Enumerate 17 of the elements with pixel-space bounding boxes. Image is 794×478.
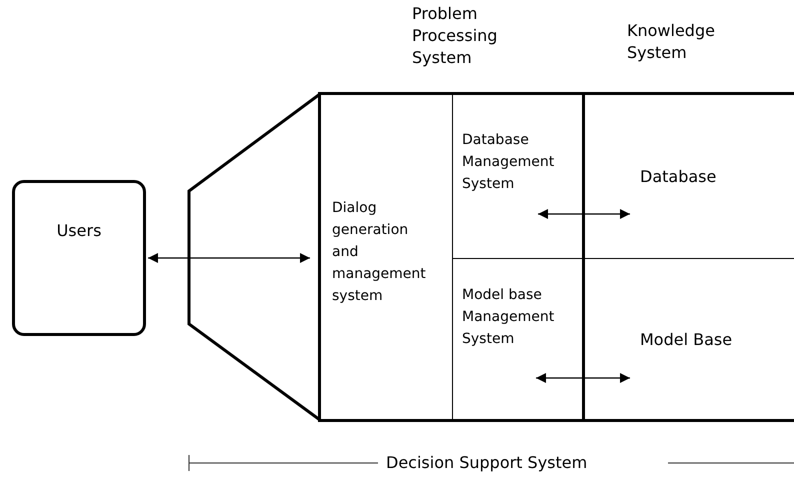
cell-label: Model base Management System <box>462 286 556 349</box>
dimension-label: Decision Support System <box>386 452 588 474</box>
model-base-cell <box>582 258 794 422</box>
section-heading: Problem Processing System <box>412 3 498 69</box>
dbms-cell <box>452 92 585 259</box>
double-arrow <box>148 253 310 263</box>
database-cell <box>582 92 794 259</box>
cell-label: Model Base <box>640 329 734 351</box>
cell-label: Database <box>640 166 718 188</box>
cell-label: Dialog generation and management system <box>332 199 427 306</box>
dialog-cell <box>318 92 453 422</box>
double-arrow <box>536 373 630 383</box>
cell-label: Database Management System <box>462 131 556 194</box>
node-label: Users <box>56 220 102 242</box>
users-box <box>12 180 146 336</box>
section-heading: Knowledge System <box>627 20 716 64</box>
double-arrow <box>538 209 630 219</box>
